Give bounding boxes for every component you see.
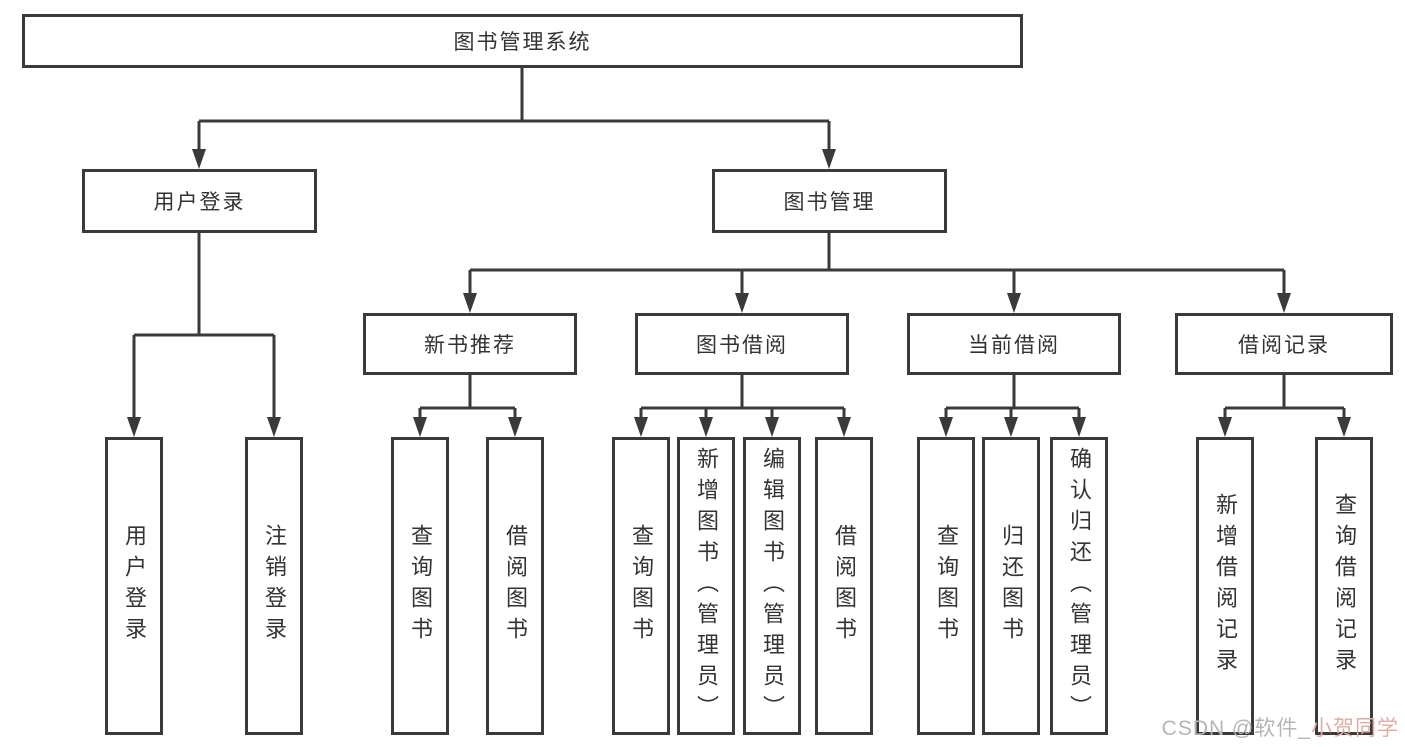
leaf-user-login: 用户登录 xyxy=(105,437,163,735)
node-borrowing-records: 借阅记录 xyxy=(1175,313,1393,375)
leaf-label: 查询图书 xyxy=(934,524,959,648)
leaf-label: 借阅图书 xyxy=(832,524,857,648)
leaf-label: 新增图书（管理员） xyxy=(694,446,719,726)
leaf-logout: 注销登录 xyxy=(245,437,303,735)
leaf-borrow-books: 借阅图书 xyxy=(815,437,873,735)
node-book-management: 图书管理 xyxy=(712,169,947,233)
node-label: 当前借阅 xyxy=(968,334,1060,357)
node-label: 新书推荐 xyxy=(424,334,516,357)
node-book-borrowing: 图书借阅 xyxy=(635,313,849,375)
leaf-add-borrow-record: 新增借阅记录 xyxy=(1196,437,1254,735)
leaf-edit-books-admin: 编辑图书（管理员） xyxy=(743,437,801,735)
leaf-query-borrow-record: 查询借阅记录 xyxy=(1315,437,1373,735)
leaf-label: 归还图书 xyxy=(999,524,1024,648)
leaf-label: 查询借阅记录 xyxy=(1332,493,1357,679)
arrowhead-icons xyxy=(127,149,1351,437)
node-library-management-system: 图书管理系统 xyxy=(22,14,1023,68)
node-label: 图书借阅 xyxy=(696,334,788,357)
leaf-borrow-books-recommend: 借阅图书 xyxy=(486,437,544,735)
node-user-login: 用户登录 xyxy=(82,169,317,233)
leaf-label: 确认归还（管理员） xyxy=(1067,446,1092,726)
node-label: 借阅记录 xyxy=(1238,334,1330,357)
leaf-label: 注销登录 xyxy=(262,524,287,648)
leaf-add-books-admin: 新增图书（管理员） xyxy=(677,437,735,735)
leaf-label: 查询图书 xyxy=(629,524,654,648)
node-label: 图书管理 xyxy=(783,191,876,214)
leaf-query-books-borrowing: 查询图书 xyxy=(612,437,670,735)
leaf-query-books-current: 查询图书 xyxy=(917,437,975,735)
leaf-confirm-return-admin: 确认归还（管理员） xyxy=(1050,437,1108,735)
leaf-return-books: 归还图书 xyxy=(982,437,1040,735)
node-label: 图书管理系统 xyxy=(453,31,592,54)
leaf-label: 新增借阅记录 xyxy=(1213,493,1238,679)
leaf-label: 查询图书 xyxy=(408,524,433,648)
node-new-book-recommend: 新书推荐 xyxy=(363,313,577,375)
connector-lines xyxy=(132,68,1346,418)
leaf-label: 用户登录 xyxy=(122,524,147,648)
leaf-label: 借阅图书 xyxy=(503,524,528,648)
leaf-label: 编辑图书（管理员） xyxy=(760,446,785,726)
node-current-borrowing: 当前借阅 xyxy=(907,313,1121,375)
node-label: 用户登录 xyxy=(153,191,246,214)
leaf-query-books-recommend: 查询图书 xyxy=(391,437,449,735)
